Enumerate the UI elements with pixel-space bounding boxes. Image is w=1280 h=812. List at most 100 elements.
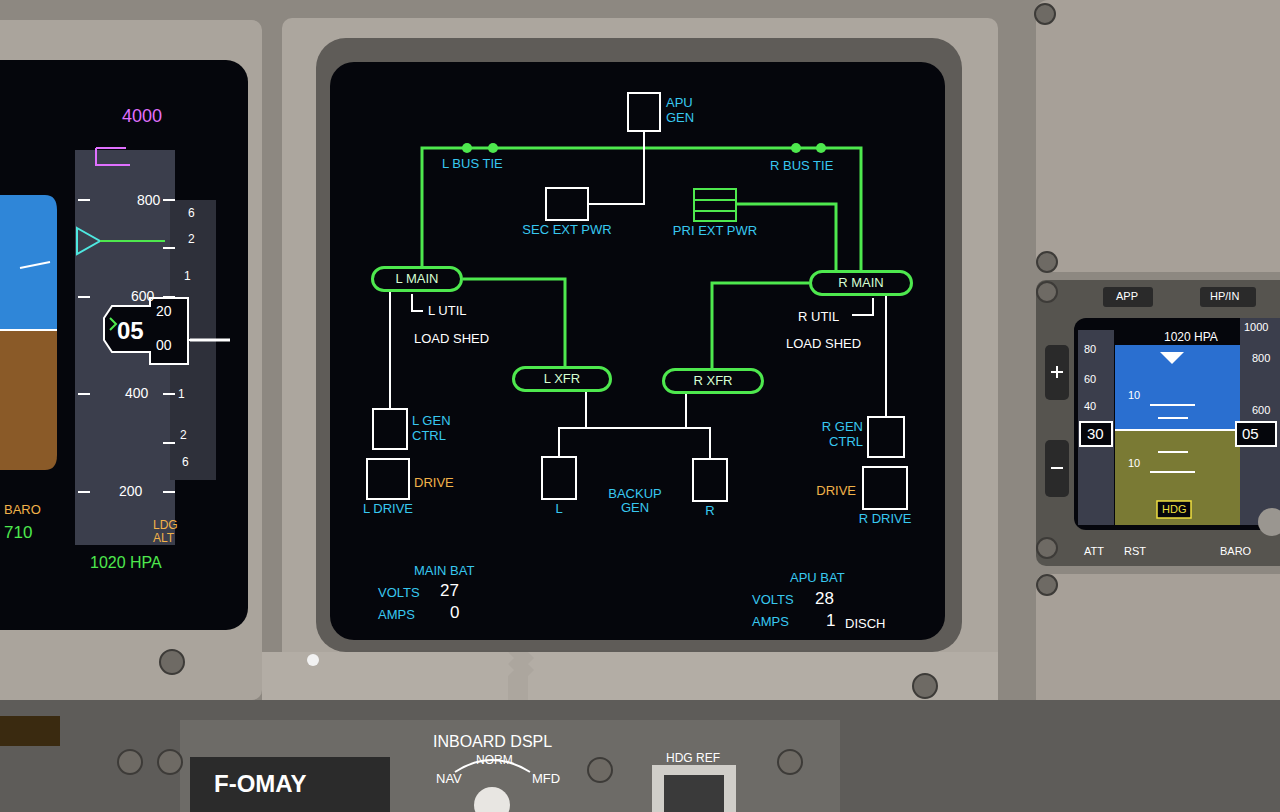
display-bezel-part (528, 652, 998, 700)
primary-flight-display-part (190, 339, 230, 342)
panel-background-part (1036, 280, 1280, 566)
component-label: L XFR (544, 372, 580, 387)
text-label: DISCH (845, 617, 885, 631)
standby-instrument-part (1115, 429, 1240, 431)
powered-bus-line (463, 279, 565, 366)
component-box: DRIVER DRIVE (862, 466, 908, 510)
standby-instrument-part (1103, 287, 1153, 307)
text-label: 710 (4, 524, 32, 543)
primary-flight-display-part (96, 148, 130, 165)
text-label: NORM (476, 754, 513, 767)
primary-flight-display-part (0, 195, 57, 330)
component-box: L (541, 456, 577, 500)
text-label: NAV (436, 772, 462, 786)
lower-controls-part (652, 765, 736, 812)
text-label: APU BAT (790, 571, 845, 585)
text-label: 1020 HPA (1164, 331, 1218, 344)
lower-controls (455, 760, 736, 812)
screw-heads-part (1037, 252, 1057, 272)
text-label: 60 (1084, 373, 1096, 385)
primary-flight-display-part-part (78, 296, 90, 298)
component-label: R XFR (694, 374, 733, 389)
primary-flight-display-part-part (163, 247, 175, 249)
component-label: R GEN CTRL (817, 420, 863, 450)
text-label: 1 (826, 612, 835, 631)
primary-flight-display-part (110, 318, 116, 330)
standby-instrument (1045, 287, 1280, 536)
component-label: PRI EXT PWR (673, 224, 757, 239)
bus-pill: R MAIN (809, 270, 913, 296)
standby-instrument-part (1258, 508, 1280, 536)
text-label: 400 (125, 386, 148, 401)
primary-flight-display-part-part (78, 393, 90, 395)
display-bezel-part (316, 38, 962, 652)
component-label: R MAIN (838, 276, 884, 291)
status-label: DRIVE (816, 484, 856, 499)
text-label: MAIN BAT (414, 564, 474, 578)
powered-bus-line (712, 283, 809, 368)
primary-flight-display-part (0, 60, 248, 630)
display-bezel-part (262, 652, 514, 700)
standby-instrument-part-part (1158, 417, 1188, 419)
primary-flight-display-part (77, 228, 100, 254)
standby-instrument-part (1200, 287, 1256, 307)
text-label: L BUS TIE (442, 157, 503, 171)
component-box: APU GEN (627, 92, 661, 132)
text-label: MFD (532, 772, 560, 786)
panel-background-part (282, 18, 998, 700)
screw-heads-part (913, 674, 937, 698)
screw-heads-part (778, 750, 802, 774)
text-label: RST (1124, 545, 1146, 557)
primary-flight-display-part-part (78, 491, 90, 493)
panel-background-part (180, 720, 840, 812)
component-label: R (705, 504, 714, 519)
text-label: L UTIL (428, 304, 467, 318)
display-bezel-part (307, 654, 319, 666)
display-bezel (262, 38, 998, 700)
text-label: APP (1116, 290, 1138, 302)
text-label: 05 (1242, 426, 1259, 443)
text-label: BARO (1220, 545, 1251, 557)
text-label: 0 (450, 604, 459, 623)
text-label: HDG (1162, 503, 1186, 515)
unpowered-feed-line (389, 292, 391, 408)
text-label: 05 (117, 318, 144, 344)
text-label: 2 (188, 233, 195, 246)
component-box: PRI EXT PWR (693, 188, 737, 222)
display-bezel-part (330, 62, 945, 640)
lower-controls-part (474, 787, 510, 812)
component-label: R DRIVE (859, 512, 912, 527)
component-label: APU GEN (666, 96, 702, 126)
unpowered-feed-line (686, 394, 710, 458)
text-label: R UTIL (798, 310, 839, 324)
text-label: 00 (156, 338, 172, 353)
primary-flight-display-part (0, 329, 57, 331)
text-label: AMPS (752, 615, 789, 629)
primary-flight-display (0, 60, 248, 630)
standby-instrument-part (1051, 366, 1063, 378)
screw-heads-part (160, 650, 184, 674)
text-label: 40 (1084, 400, 1096, 412)
text-label: 2 (180, 429, 187, 442)
standby-instrument-part (1051, 467, 1063, 469)
standby-instrument-part (1160, 352, 1184, 364)
standby-instrument-part (1080, 422, 1112, 446)
primary-flight-display-part-part (163, 199, 175, 201)
text-label: 27 (440, 582, 459, 601)
screw-heads-part (1037, 538, 1057, 558)
screw-heads-part (588, 758, 612, 782)
text-label: 4000 (122, 107, 162, 127)
text-label: INBOARD DSPL (433, 733, 552, 751)
screw-heads-part (1037, 575, 1057, 595)
primary-flight-display-part (0, 330, 57, 470)
text-label: 1020 HPA (90, 554, 162, 572)
panel-background-part (1036, 0, 1280, 272)
primary-flight-display-part-part (163, 491, 175, 493)
bus-pill: L MAIN (371, 266, 463, 292)
component-box: L GEN CTRL (372, 408, 408, 450)
primary-flight-display-part-part (163, 393, 175, 395)
panel-background-part (0, 716, 60, 746)
text-label: 600 (1252, 404, 1270, 416)
component-box: SEC EXT PWR (545, 187, 589, 221)
text-label: F-OMAY (214, 771, 306, 797)
